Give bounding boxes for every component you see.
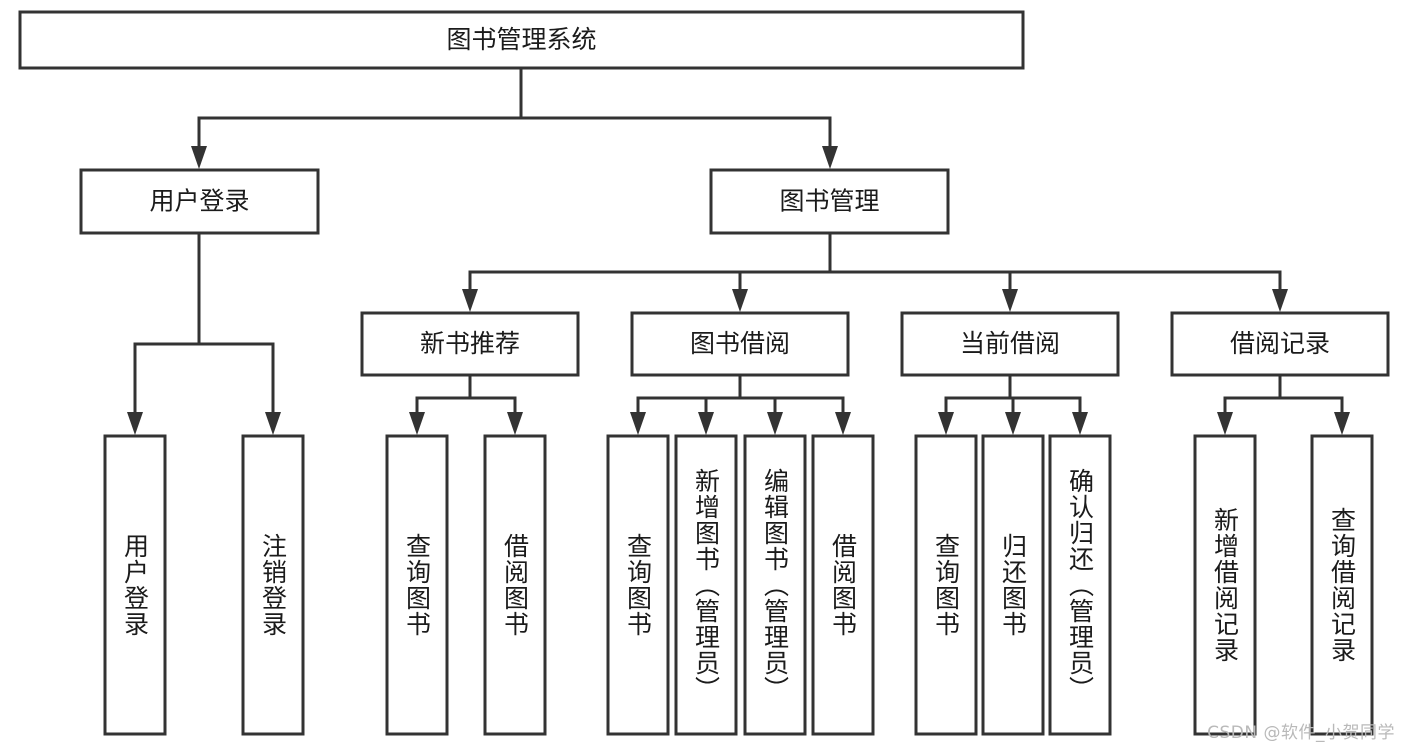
arrowhead-cb-leaf1 [938,412,954,435]
node-box-level2-1[interactable] [709,168,950,235]
connector-group-book-borrow [630,373,851,435]
node-box-leaf-7[interactable] [811,434,875,736]
node-box-leaf-6[interactable] [743,434,807,736]
node-box-leaf-0[interactable] [103,434,167,736]
node-box-leaf-4[interactable] [606,434,670,736]
node-label-level3-0: 新书推荐 [420,329,520,358]
connector-group-current-borrow [938,373,1088,435]
connector-group-user-login [127,231,281,435]
node-box-leaf-2[interactable] [385,434,449,736]
arrowhead-nbr-leaf1 [409,412,425,435]
arrowhead-leaf-user-login [127,412,143,435]
node-label-level2-0: 用户登录 [149,187,249,216]
node-box-level3-2[interactable] [900,311,1120,377]
node-label-root: 图书管理系统 [446,25,596,54]
node-box-leaf-11[interactable] [1193,434,1257,736]
arrowhead-nbr-leaf2 [507,412,523,435]
connector-group-new-book-rec [409,373,523,435]
arrowhead-new-book-rec [462,289,478,312]
node-box-level3-1[interactable] [630,311,850,377]
arrowhead-br-leaf2 [1334,412,1350,435]
arrowhead-bb-leaf2 [698,412,714,435]
node-label-level3-1: 图书借阅 [690,329,790,358]
arrowhead-bb-leaf4 [835,412,851,435]
arrowhead-cb-leaf3 [1072,412,1088,435]
arrowhead-book-borrow [732,289,748,312]
node-box-leaf-12[interactable] [1310,434,1374,736]
arrowhead-user-login [191,146,207,169]
node-box-level3-3[interactable] [1170,311,1390,377]
arrowhead-borrow-record [1272,289,1288,312]
node-label-level2-1: 图书管理 [779,187,879,216]
connector-group-root [191,66,838,169]
arrowhead-bb-leaf1 [630,412,646,435]
arrowhead-leaf-logout [265,412,281,435]
watermark-text: CSDN @软件_小贺同学 [1207,723,1395,743]
connector-group-book-manage [462,231,1288,312]
arrowhead-bb-leaf3 [767,412,783,435]
node-box-leaf-8[interactable] [914,434,978,736]
node-box-leaf-3[interactable] [483,434,547,736]
node-box-leaf-10[interactable] [1048,434,1112,736]
node-box-leaf-5[interactable] [674,434,738,736]
node-box-leaf-9[interactable] [981,434,1045,736]
node-box-root[interactable] [18,10,1025,70]
node-box-level3-0[interactable] [360,311,580,377]
arrowhead-br-leaf1 [1217,412,1233,435]
node-label-level3-3: 借阅记录 [1230,329,1330,358]
arrowhead-cb-leaf2 [1005,412,1021,435]
arrowhead-book-manage [822,146,838,169]
node-box-level2-0[interactable] [79,168,320,235]
node-box-leaf-1[interactable] [241,434,305,736]
arrowhead-current-borrow [1002,289,1018,312]
connector-group-borrow-record [1217,373,1350,435]
node-label-level3-2: 当前借阅 [960,329,1060,358]
